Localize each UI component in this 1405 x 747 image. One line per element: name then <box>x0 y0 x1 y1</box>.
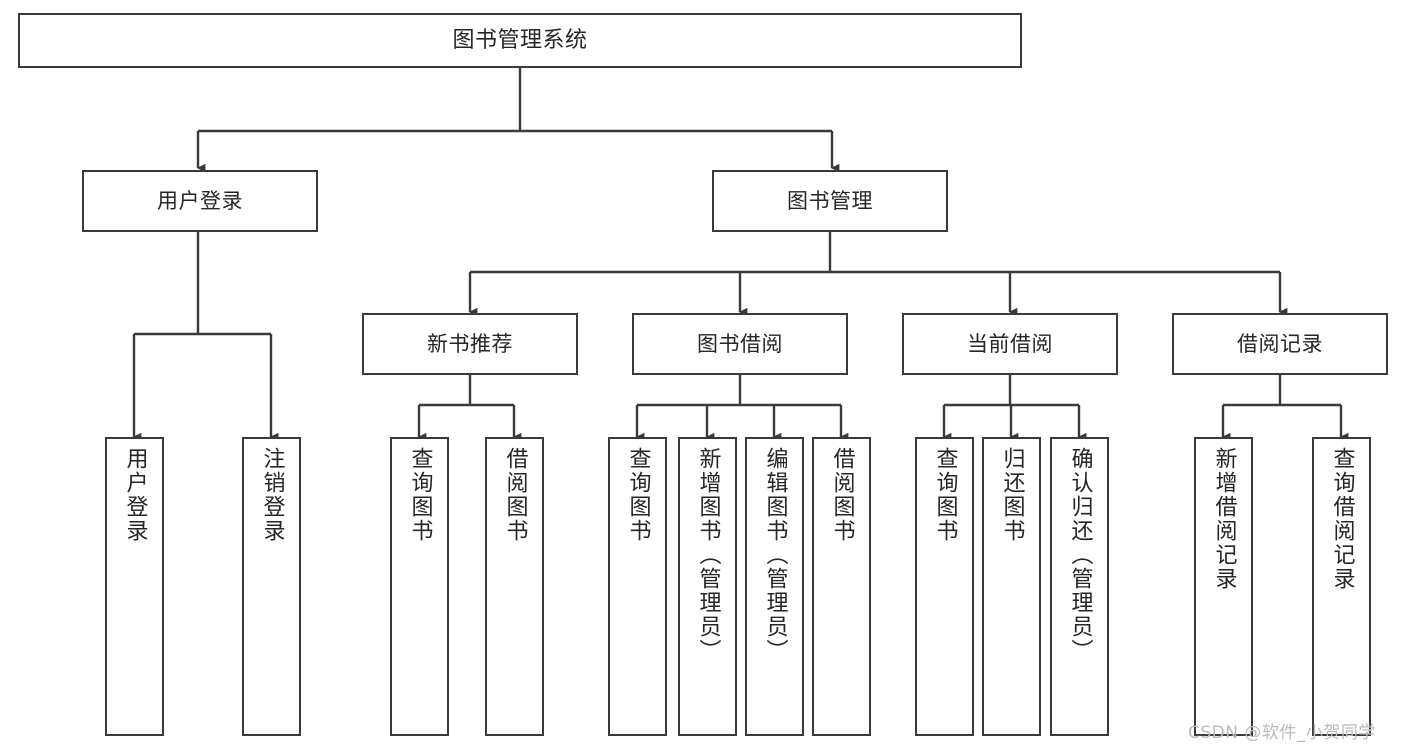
node-label: 用户登录 <box>157 188 243 213</box>
node-user-login[interactable]: 用户登录 <box>82 170 318 232</box>
leaf-nb-borrow-book[interactable]: 借阅图书 <box>485 437 544 736</box>
node-label: 图书管理系统 <box>452 27 588 53</box>
node-label: 编辑图书（管理员） <box>762 447 788 663</box>
leaf-br-add-record[interactable]: 新增借阅记录 <box>1194 437 1253 736</box>
node-label: 确认归还（管理员） <box>1067 447 1093 663</box>
node-label: 新书推荐 <box>427 331 513 356</box>
node-label: 借阅记录 <box>1237 331 1323 356</box>
leaf-cb-confirm-return-admin[interactable]: 确认归还（管理员） <box>1050 437 1109 736</box>
leaf-br-query-record[interactable]: 查询借阅记录 <box>1312 437 1371 736</box>
node-label: 查询图书 <box>625 447 651 543</box>
leaf-nb-query-book[interactable]: 查询图书 <box>390 437 449 736</box>
leaf-bb-edit-book-admin[interactable]: 编辑图书（管理员） <box>745 437 804 736</box>
node-label: 用户登录 <box>122 447 148 543</box>
leaf-bb-add-book-admin[interactable]: 新增图书（管理员） <box>678 437 737 736</box>
node-book-management[interactable]: 图书管理 <box>712 170 948 232</box>
node-new-book-recommend[interactable]: 新书推荐 <box>362 313 578 375</box>
node-root-book-management-system[interactable]: 图书管理系统 <box>18 13 1022 68</box>
node-current-borrow[interactable]: 当前借阅 <box>902 313 1118 375</box>
node-label: 查询图书 <box>932 447 958 543</box>
node-label: 注销登录 <box>259 447 285 543</box>
leaf-logout[interactable]: 注销登录 <box>242 437 301 736</box>
node-label: 借阅图书 <box>829 447 855 543</box>
csdn-watermark: CSDN @软件_小贺同学 <box>1188 723 1376 743</box>
leaf-cb-return-book[interactable]: 归还图书 <box>982 437 1041 736</box>
node-book-borrow[interactable]: 图书借阅 <box>632 313 848 375</box>
node-borrow-record[interactable]: 借阅记录 <box>1172 313 1388 375</box>
node-label: 查询图书 <box>407 447 433 543</box>
node-label: 当前借阅 <box>967 331 1053 356</box>
leaf-bb-query-book[interactable]: 查询图书 <box>608 437 667 736</box>
leaf-cb-query-book[interactable]: 查询图书 <box>915 437 974 736</box>
node-label: 图书借阅 <box>697 331 783 356</box>
node-label: 图书管理 <box>787 188 873 213</box>
node-label: 新增借阅记录 <box>1211 447 1237 591</box>
node-label: 归还图书 <box>999 447 1025 543</box>
node-label: 查询借阅记录 <box>1329 447 1355 591</box>
node-label: 借阅图书 <box>502 447 528 543</box>
leaf-user-login[interactable]: 用户登录 <box>105 437 164 736</box>
leaf-bb-borrow-book[interactable]: 借阅图书 <box>812 437 871 736</box>
node-label: 新增图书（管理员） <box>695 447 721 663</box>
